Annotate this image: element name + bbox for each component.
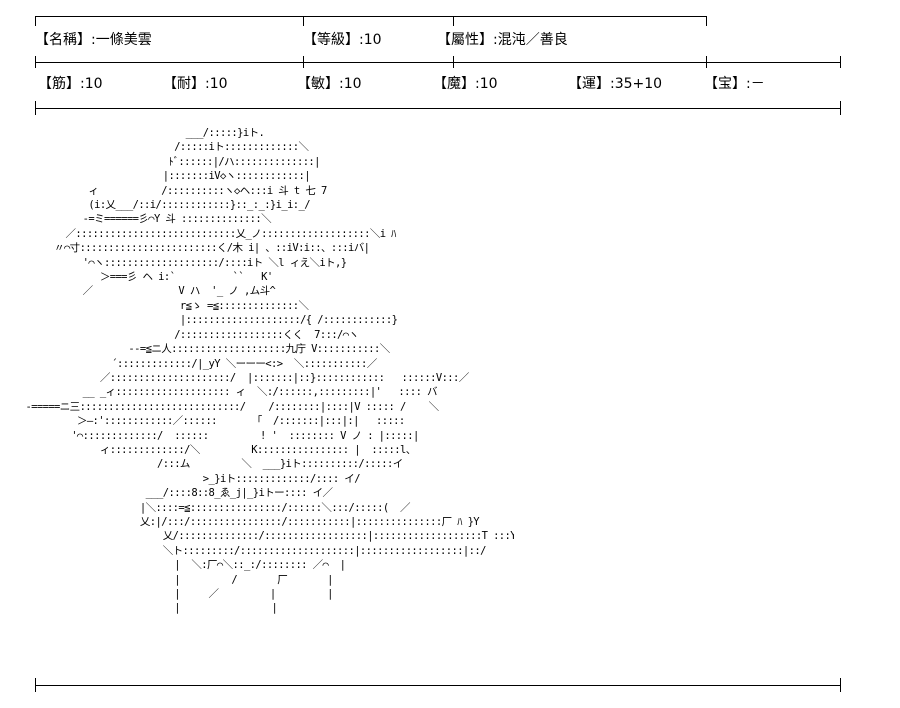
stat-luck: 【運】:35+10 <box>568 76 663 92</box>
rule-tick <box>453 16 454 26</box>
character-level: 【等級】:10 <box>303 32 382 48</box>
rule-tick <box>35 56 36 68</box>
rule-tick <box>35 101 36 115</box>
rule-tick <box>453 56 454 68</box>
header-top-rule <box>35 16 707 17</box>
stat-strength: 【筋】:10 <box>38 76 103 92</box>
stat-treasure: 【宝】:－ <box>704 76 765 92</box>
rule-tick <box>840 56 841 68</box>
rule-tick <box>840 678 841 692</box>
stats-bottom-rule <box>35 108 841 109</box>
rule-tick <box>35 16 36 26</box>
rule-tick <box>35 678 36 692</box>
stat-magic: 【魔】:10 <box>433 76 498 92</box>
rule-tick <box>706 16 707 26</box>
rule-tick <box>303 16 304 26</box>
rule-tick <box>303 56 304 68</box>
character-attribute: 【屬性】:混沌／善良 <box>437 32 568 48</box>
rule-tick <box>840 101 841 115</box>
stat-agility: 【敏】:10 <box>297 76 362 92</box>
ascii-art-character: ___/:::::}iト. /:::::iト:::::::::::::＼ ﾄﾞ:… <box>25 127 514 615</box>
rule-tick <box>706 56 707 68</box>
stat-endurance: 【耐】:10 <box>163 76 228 92</box>
footer-rule <box>35 685 841 686</box>
character-name: 【名稱】:一條美雲 <box>35 32 152 48</box>
stats-top-rule <box>35 62 841 63</box>
